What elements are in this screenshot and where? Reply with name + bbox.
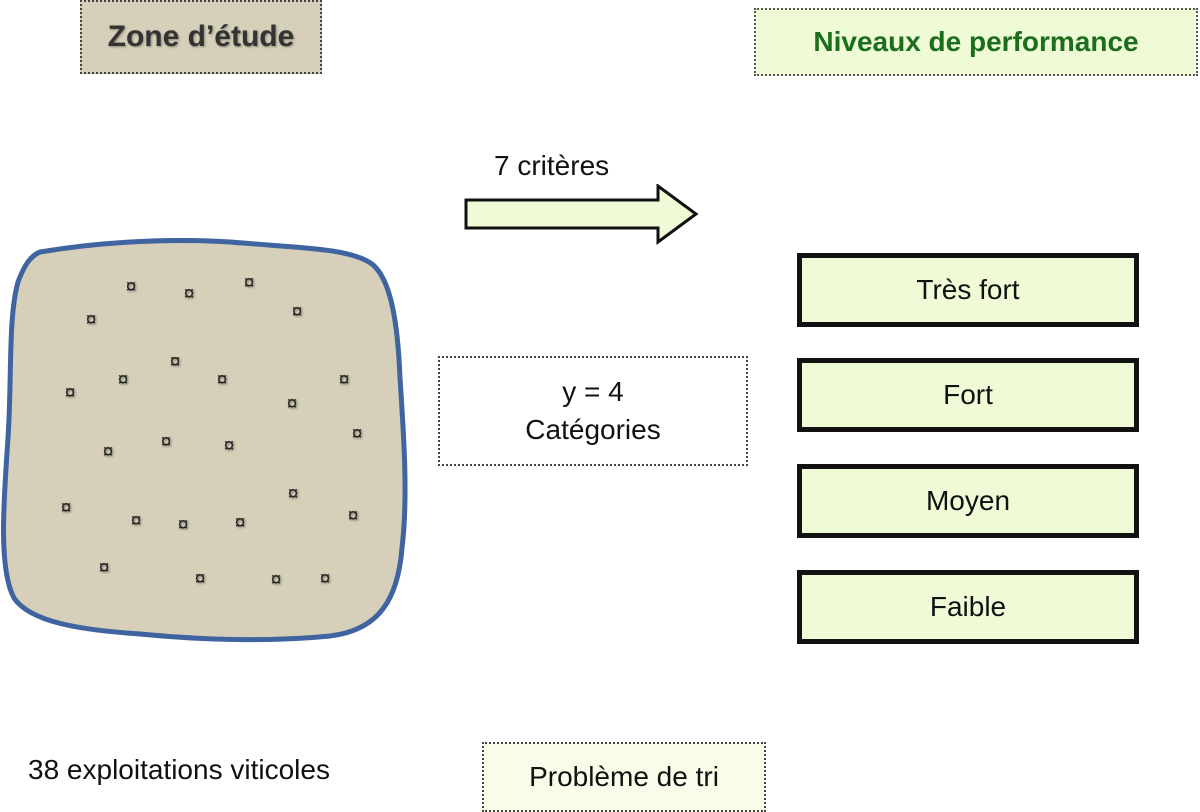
- categories-label: Catégories: [525, 414, 661, 445]
- farm-marker-icon: ¤: [102, 441, 114, 463]
- farm-marker-icon: ¤: [183, 283, 195, 305]
- farm-marker-icon: ¤: [234, 512, 246, 534]
- farm-marker-icon: ¤: [270, 569, 282, 591]
- farm-marker-icon: ¤: [291, 301, 303, 323]
- farm-marker-icon: ¤: [85, 309, 97, 331]
- farm-marker-icon: ¤: [216, 369, 228, 391]
- farm-marker-icon: ¤: [338, 369, 350, 391]
- level-tres-fort: Très fort: [797, 253, 1139, 327]
- farm-marker-icon: ¤: [177, 514, 189, 536]
- farm-marker-icon: ¤: [286, 393, 298, 415]
- problem-box: Problème de tri: [482, 742, 766, 812]
- farm-marker-icon: ¤: [160, 431, 172, 453]
- farm-count-label: 38 exploitations viticoles: [28, 754, 330, 785]
- farm-marker-icon: ¤: [243, 272, 255, 294]
- farm-markers: ¤ ¤ ¤ ¤ ¤ ¤ ¤ ¤ ¤ ¤ ¤ ¤ ¤ ¤ ¤ ¤ ¤ ¤ ¤ ¤ ¤ ¤ ¤ ¤ ¤: [0, 0, 420, 700]
- level-moyen: Moyen: [797, 464, 1139, 538]
- categories-count: y = 4: [562, 376, 624, 407]
- farm-marker-icon: ¤: [98, 557, 110, 579]
- farm-marker-icon: ¤: [194, 568, 206, 590]
- right-arrow-icon: [464, 184, 699, 245]
- farm-marker-icon: ¤: [223, 435, 235, 457]
- farm-marker-icon: ¤: [319, 568, 331, 590]
- farm-marker-icon: ¤: [130, 510, 142, 532]
- zone-title: Zone d’étude: [80, 0, 322, 74]
- criteria-label: 7 critères: [494, 150, 610, 181]
- farm-marker-icon: ¤: [287, 483, 299, 505]
- levels-title: Niveaux de performance: [754, 8, 1198, 76]
- farm-marker-icon: ¤: [347, 505, 359, 527]
- level-faible: Faible: [797, 570, 1139, 644]
- study-zone-area: [1, 238, 408, 643]
- farm-marker-icon: ¤: [351, 423, 363, 445]
- level-fort: Fort: [797, 358, 1139, 432]
- farm-marker-icon: ¤: [125, 276, 137, 298]
- farm-marker-icon: ¤: [169, 351, 181, 373]
- farm-marker-icon: ¤: [60, 497, 72, 519]
- farm-marker-icon: ¤: [64, 382, 76, 404]
- farm-marker-icon: ¤: [117, 369, 129, 391]
- categories-box: y = 4 Catégories: [438, 356, 748, 466]
